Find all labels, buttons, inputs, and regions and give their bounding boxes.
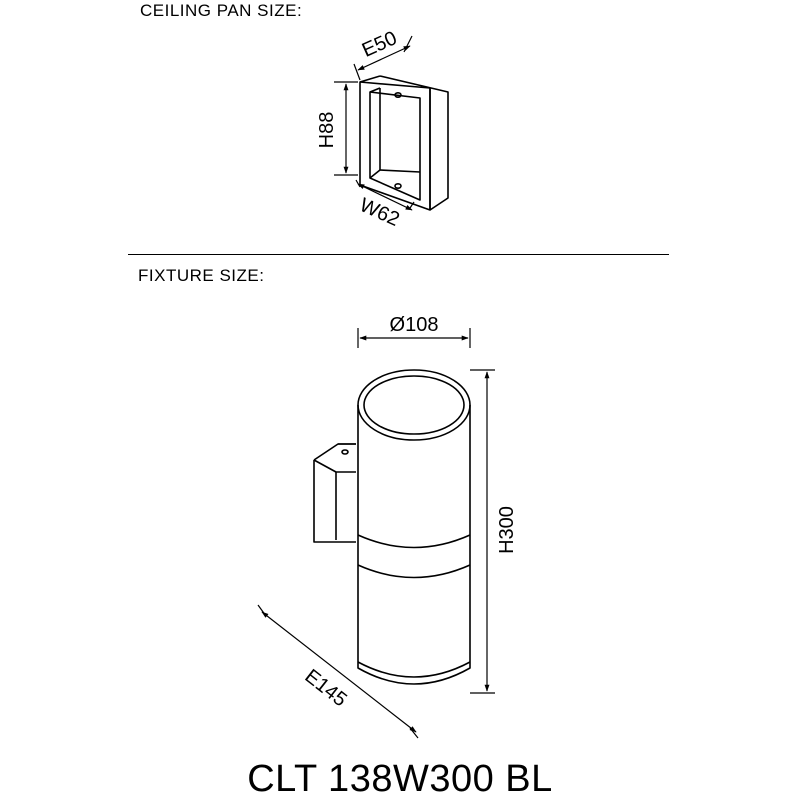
ceiling-pan-drawing xyxy=(359,75,449,211)
pan-width-dimension xyxy=(355,179,415,211)
model-number: CLT 138W300 BL xyxy=(247,758,553,800)
fixture-height-label: H300 xyxy=(496,506,518,554)
pan-width-label: W62 xyxy=(356,194,403,231)
pan-depth-label: E50 xyxy=(359,27,400,62)
fixture-diameter-label: Ø108 xyxy=(390,314,439,336)
pan-height-label: H88 xyxy=(316,112,338,149)
fixture-diameter-dimension xyxy=(357,328,471,348)
ceiling-pan-title: CEILING PAN SIZE: xyxy=(140,1,303,20)
pan-height-dimension xyxy=(334,81,358,176)
fixture-extension-dimension xyxy=(257,604,419,739)
fixture-extension-label: E145 xyxy=(301,665,351,711)
fixture-title: FIXTURE SIZE: xyxy=(138,266,265,285)
pan-depth-dimension xyxy=(353,35,413,81)
section-divider xyxy=(128,254,669,255)
fixture-height-dimension xyxy=(470,369,495,694)
fixture-drawing xyxy=(313,369,471,685)
